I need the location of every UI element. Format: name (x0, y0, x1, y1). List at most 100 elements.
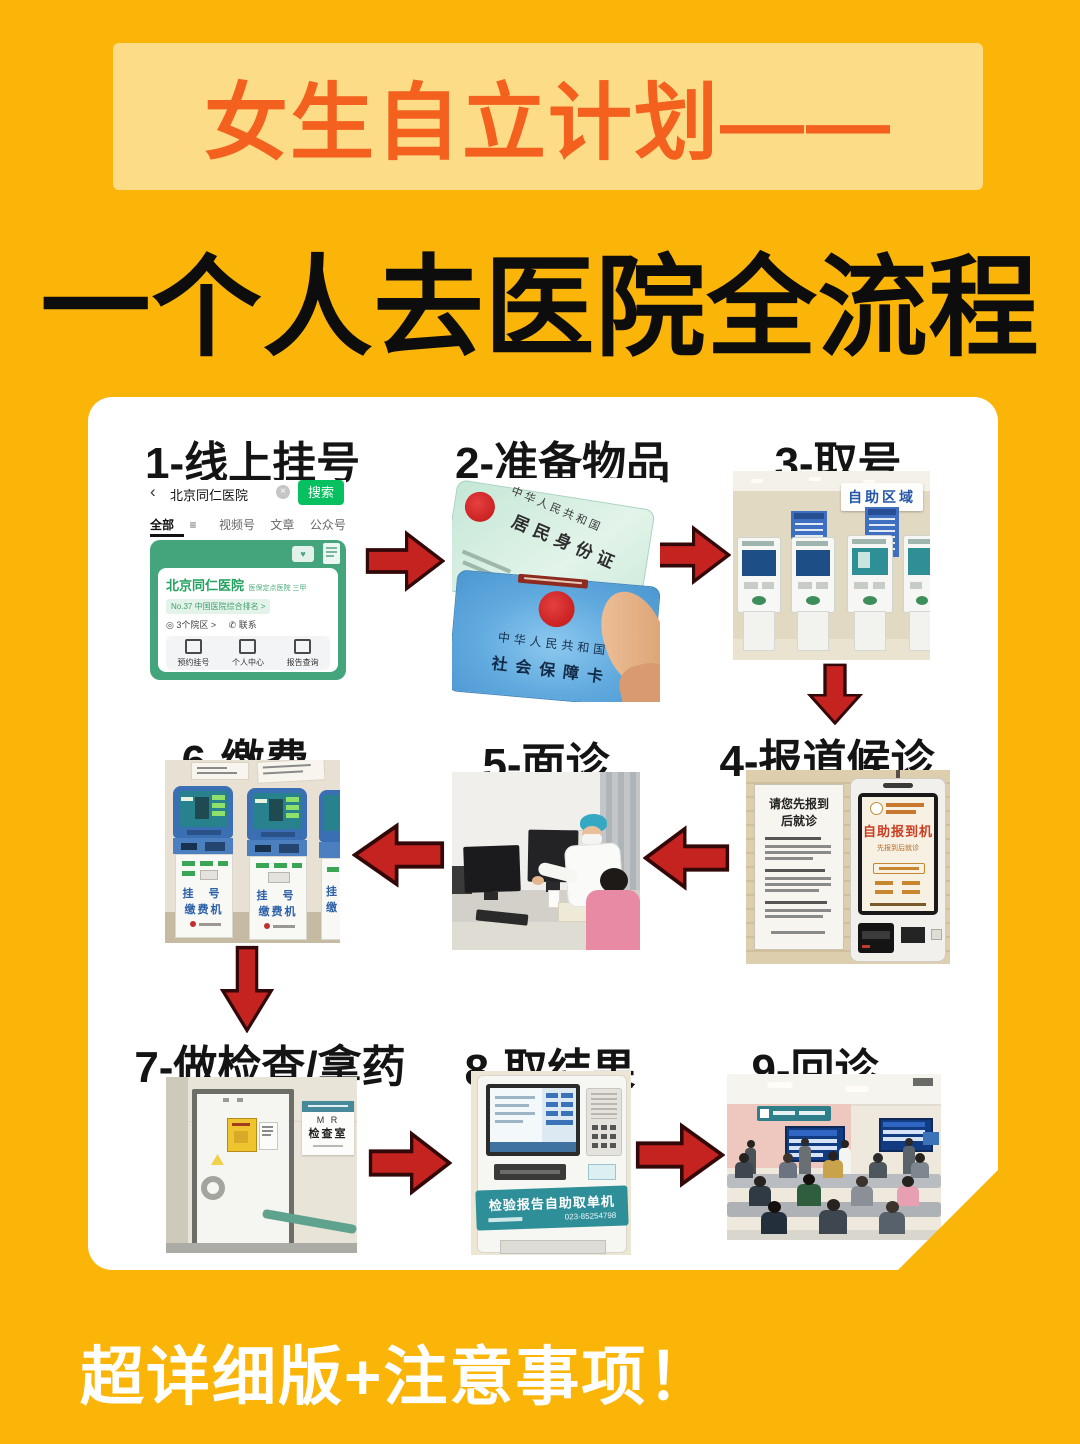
pay-kiosk-label2: 缴费机 (184, 904, 224, 916)
page-title: 一个人去医院全流程 (40, 247, 1040, 370)
search-tabs: 全部 ≡ 视频号 文章 公众号 小程序 (150, 516, 346, 536)
checkin-instruction-poster: 请您先报到 后就诊 (754, 784, 844, 950)
arrow-step6-to-step7 (218, 945, 276, 1033)
step3-photo-kiosk-hall: 自助区域 (733, 471, 930, 660)
arrow-step5-to-step6 (352, 820, 445, 890)
seated-person (749, 1176, 771, 1206)
side-button (931, 929, 942, 940)
hospital-meta-row: ◎ 3个院区 > ✆ 联系 (166, 618, 330, 631)
seated-person (869, 1153, 887, 1178)
hospital-action-bar: 预约挂号 个人中心 报告查询 (166, 636, 330, 670)
action-profile: 个人中心 (232, 638, 264, 668)
checkin-screen-sub: 先报到后就诊 (877, 845, 919, 852)
seated-person (823, 1151, 843, 1178)
self-service-area-sign: 自助区域 (841, 483, 923, 511)
contact-link: 联系 (238, 620, 257, 630)
ticket-kiosk (903, 535, 930, 651)
arrow-step2-to-step3 (653, 523, 731, 587)
hospital-name: 北京同仁医院 (166, 578, 245, 593)
hospital-result-panel: ♥ 北京同仁医院 医保定点医院 三甲 No.37 中国医院综合排名 > ◎ 3个… (150, 540, 346, 680)
caution-triangle-icon (211, 1154, 224, 1165)
seated-person (911, 1153, 929, 1178)
vent (591, 1093, 617, 1119)
step5-photo-consult-room (452, 772, 640, 950)
patient-body (586, 890, 640, 950)
monitor (463, 845, 521, 893)
door-frame (192, 1089, 294, 1247)
monitor-stand (484, 892, 498, 900)
arrow-step3-to-step4 (805, 663, 865, 725)
warning-sticker (227, 1118, 257, 1152)
top-banner: 女生自立计划—— (113, 43, 983, 190)
floor (727, 1230, 941, 1240)
down-arrow-icon (219, 945, 275, 1033)
calendar-icon (184, 638, 202, 654)
step7-photo-mr-door: M R 检查室 (166, 1077, 357, 1253)
sign-band (302, 1101, 354, 1112)
filter-icon: ≡ (189, 518, 197, 532)
ticket-kiosk (737, 537, 781, 651)
clear-search-icon: × (276, 485, 290, 499)
checkin-screen-frame: 自助报到机 先报到后就诊 (858, 793, 938, 915)
phone-icon: ✆ (228, 620, 239, 630)
step4-photo-checkin-machine: 请您先报到 后就诊 (746, 770, 950, 964)
down-arrow-icon (806, 663, 864, 725)
search-query-text: 北京同仁医院 (170, 488, 249, 503)
right-arrow-icon (365, 530, 445, 592)
seated-person (819, 1199, 847, 1234)
pay-kiosk-label2: 缴费机 (258, 906, 298, 918)
national-emblem-icon (537, 589, 577, 629)
right-arrow-icon (653, 525, 731, 585)
checkin-screen-title: 自助报到机 (862, 824, 933, 839)
banner-text: 女生自立计划—— (203, 76, 892, 170)
seated-person (761, 1201, 787, 1234)
mr-room-sign: M R 检查室 (302, 1101, 354, 1155)
search-button: 搜索 (298, 480, 344, 505)
ticket-kiosk (847, 535, 893, 651)
step8-photo-report-machine: 检验报告自助取单机 023-85254798 (471, 1071, 631, 1255)
step6-photo-payment-kiosks: 挂 号 缴费机 (165, 760, 340, 943)
report-note-icon (323, 543, 340, 564)
national-emblem-icon (462, 489, 498, 524)
seated-person (735, 1153, 753, 1178)
location-icon: ◎ (166, 620, 177, 630)
poster-title-line2: 后就诊 (780, 814, 817, 828)
mr-sign-line1: M R (316, 1115, 340, 1125)
keypad-panel (586, 1088, 622, 1156)
action-appointment: 预约挂号 (177, 638, 209, 668)
seated-person (851, 1176, 873, 1206)
step2-photo-cards: 中华人民共和国 居民身份证 中华人民共和国 社会保障卡 (452, 478, 660, 702)
report-machine: 检验报告自助取单机 023-85254798 (475, 1075, 629, 1254)
tab-official: 公众号 (309, 518, 346, 532)
right-arrow-icon (635, 1122, 725, 1188)
step9-photo-waiting-hall (727, 1074, 941, 1240)
patient-head (600, 868, 628, 893)
hanging-sign (757, 1106, 831, 1121)
step1-photo-app-screenshot: ‹ 北京同仁医院 × 搜索 全部 ≡ 视频号 文章 公众号 小程序 ♥ (150, 480, 346, 680)
info-sticker (259, 1122, 278, 1150)
checkin-machine: 自助报到机 先报到后就诊 (850, 778, 946, 962)
step1-label: 1-线上挂号 (145, 439, 361, 488)
ceiling (727, 1074, 941, 1106)
tab-channels: 视频号 (218, 518, 255, 532)
seated-person (879, 1201, 905, 1234)
pay-kiosk-label1: 挂 号 (182, 888, 226, 900)
back-chevron-icon: ‹ (150, 482, 156, 501)
arrow-step1-to-step2 (365, 528, 445, 594)
tab-articles: 文章 (270, 518, 295, 532)
ticket-kiosk (791, 537, 835, 651)
cup (548, 890, 560, 908)
arrow-step4-to-step5 (643, 823, 730, 893)
doctor (532, 814, 634, 914)
doctor-hand (532, 876, 544, 885)
payment-kiosk: 挂缴 (319, 790, 340, 940)
hospital-info-card: 北京同仁医院 医保定点医院 三甲 No.37 中国医院综合排名 > ◎ 3个院区… (158, 568, 338, 672)
poster-title-line1: 请您先报到 (768, 797, 829, 811)
door-handle (201, 1176, 225, 1200)
arrow-step8-to-step9 (635, 1120, 725, 1190)
wall-notice (191, 762, 249, 780)
flow-card: 1-线上挂号 2-准备物品 3-取号 4-报道候诊 5-面诊 6-缴费 7-做检… (88, 397, 998, 1270)
health-card-icon: ♥ (292, 546, 314, 562)
door (197, 1094, 289, 1244)
